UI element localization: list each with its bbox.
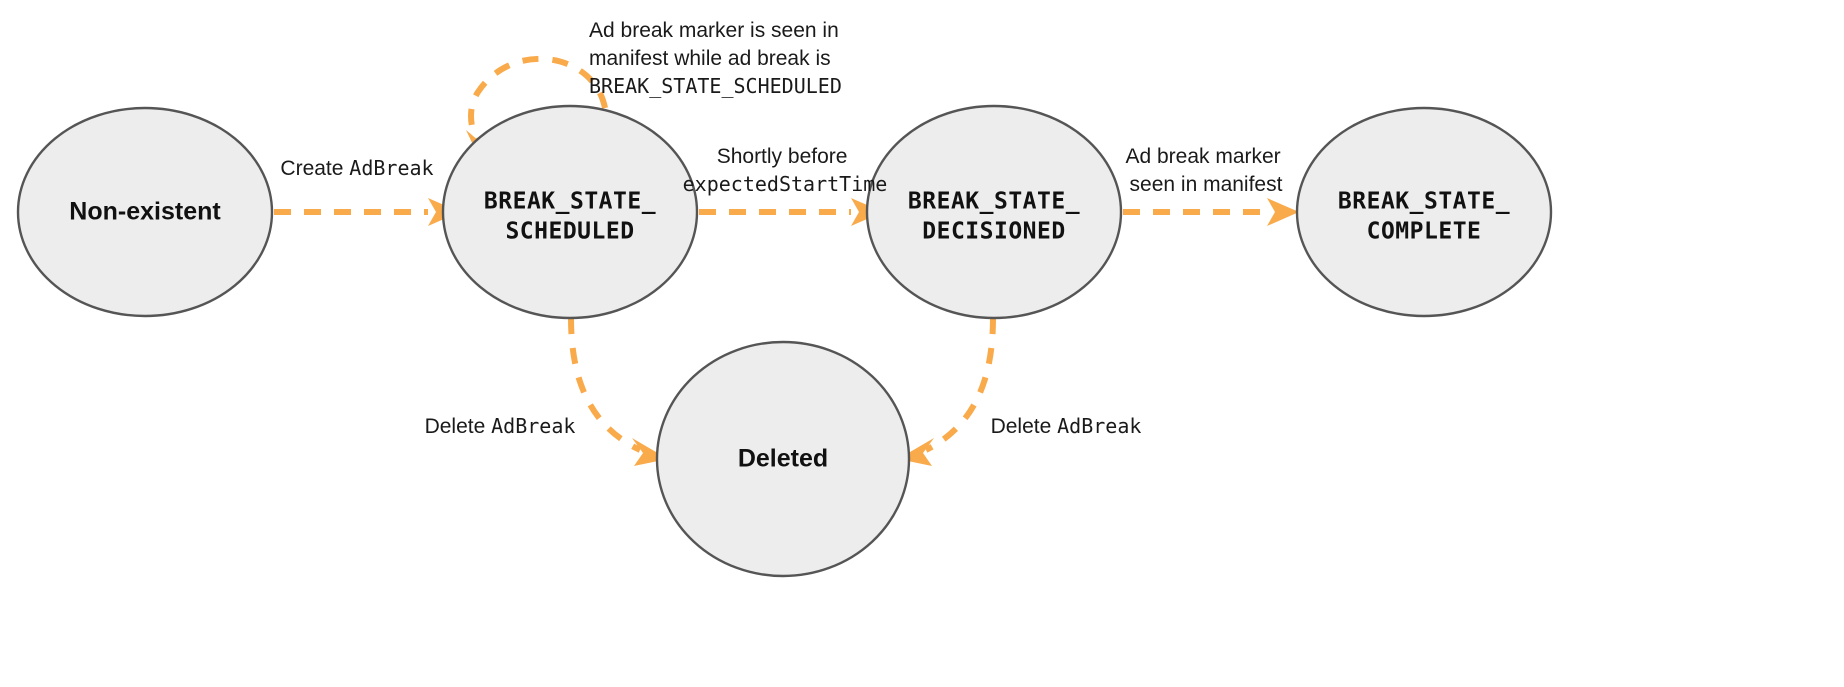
edge-label-self-loop-scheduled-line3: BREAK_STATE_SCHEDULED bbox=[589, 74, 842, 98]
edge-delete-adbreak-from-decisioned bbox=[898, 317, 996, 466]
node-deleted-shape[interactable] bbox=[655, 340, 911, 578]
edge-create-adbreak bbox=[274, 198, 460, 226]
node-break-state-scheduled-label-line2: SCHEDULED bbox=[505, 219, 634, 245]
edge-label-shortly-before-expected-start: Shortly before expectedStartTime bbox=[683, 145, 888, 196]
edge-label-create-adbreak-mono: AdBreak bbox=[349, 156, 433, 180]
node-break-state-decisioned-label-line1: BREAK_STATE_ bbox=[908, 189, 1080, 215]
edge-label-create-adbreak: Create AdBreak bbox=[280, 156, 433, 180]
edge-label-self-loop-scheduled-line2: manifest while ad break is bbox=[589, 47, 831, 70]
edge-delete-adbreak-from-decisioned-line bbox=[924, 317, 996, 453]
node-break-state-decisioned-shape[interactable] bbox=[865, 104, 1123, 320]
edge-shortly-before-expected-start bbox=[699, 198, 883, 226]
edge-label-ad-break-marker-seen-line2: seen in manifest bbox=[1130, 173, 1283, 196]
edge-label-ad-break-marker-seen-line1: Ad break marker bbox=[1125, 145, 1280, 168]
node-break-state-complete-shape[interactable] bbox=[1295, 106, 1553, 318]
edge-label-shortly-before-expected-start-line2: expectedStartTime bbox=[683, 172, 888, 196]
edge-self-loop-scheduled-line bbox=[468, 55, 608, 142]
edge-ad-break-marker-seen-arrowhead bbox=[1267, 198, 1299, 226]
node-non-existent-shape[interactable] bbox=[16, 106, 274, 318]
edge-label-delete-adbreak-from-decisioned-plain: Delete bbox=[991, 415, 1058, 438]
edge-label-delete-adbreak-from-scheduled-mono: AdBreak bbox=[491, 414, 575, 438]
node-deleted[interactable]: Deleted bbox=[655, 340, 911, 578]
node-break-state-complete-label-line2: COMPLETE bbox=[1367, 219, 1482, 245]
edge-label-create-adbreak-plain: Create bbox=[280, 157, 349, 180]
edge-delete-adbreak-from-scheduled-line bbox=[568, 317, 642, 453]
node-break-state-complete[interactable]: BREAK_STATE_ COMPLETE bbox=[1295, 106, 1553, 318]
node-break-state-scheduled[interactable]: BREAK_STATE_ SCHEDULED bbox=[441, 104, 699, 320]
node-break-state-decisioned-label-line2: DECISIONED bbox=[922, 219, 1065, 245]
edge-label-self-loop-scheduled-line1: Ad break marker is seen in bbox=[589, 19, 839, 42]
edge-label-self-loop-scheduled: Ad break marker is seen in manifest whil… bbox=[589, 19, 845, 98]
node-non-existent[interactable]: Non-existent bbox=[16, 106, 274, 318]
node-break-state-complete-label-line1: BREAK_STATE_ bbox=[1338, 189, 1510, 215]
edge-label-delete-adbreak-from-decisioned-mono: AdBreak bbox=[1057, 414, 1141, 438]
node-break-state-scheduled-label-line1: BREAK_STATE_ bbox=[484, 189, 656, 215]
edge-label-delete-adbreak-from-decisioned: Delete AdBreak bbox=[991, 414, 1142, 438]
edge-ad-break-marker-seen bbox=[1123, 198, 1299, 226]
edge-label-delete-adbreak-from-scheduled: Delete AdBreak bbox=[425, 414, 576, 438]
node-break-state-scheduled-shape[interactable] bbox=[441, 104, 699, 320]
edge-delete-adbreak-from-scheduled bbox=[568, 317, 668, 466]
node-break-state-decisioned[interactable]: BREAK_STATE_ DECISIONED bbox=[865, 104, 1123, 320]
edge-label-ad-break-marker-seen: Ad break marker seen in manifest bbox=[1125, 145, 1286, 196]
edge-label-delete-adbreak-from-scheduled-plain: Delete bbox=[425, 415, 492, 438]
node-deleted-label: Deleted bbox=[738, 445, 828, 473]
node-non-existent-label: Non-existent bbox=[69, 198, 221, 226]
edge-label-shortly-before-expected-start-line1: Shortly before bbox=[717, 145, 848, 168]
